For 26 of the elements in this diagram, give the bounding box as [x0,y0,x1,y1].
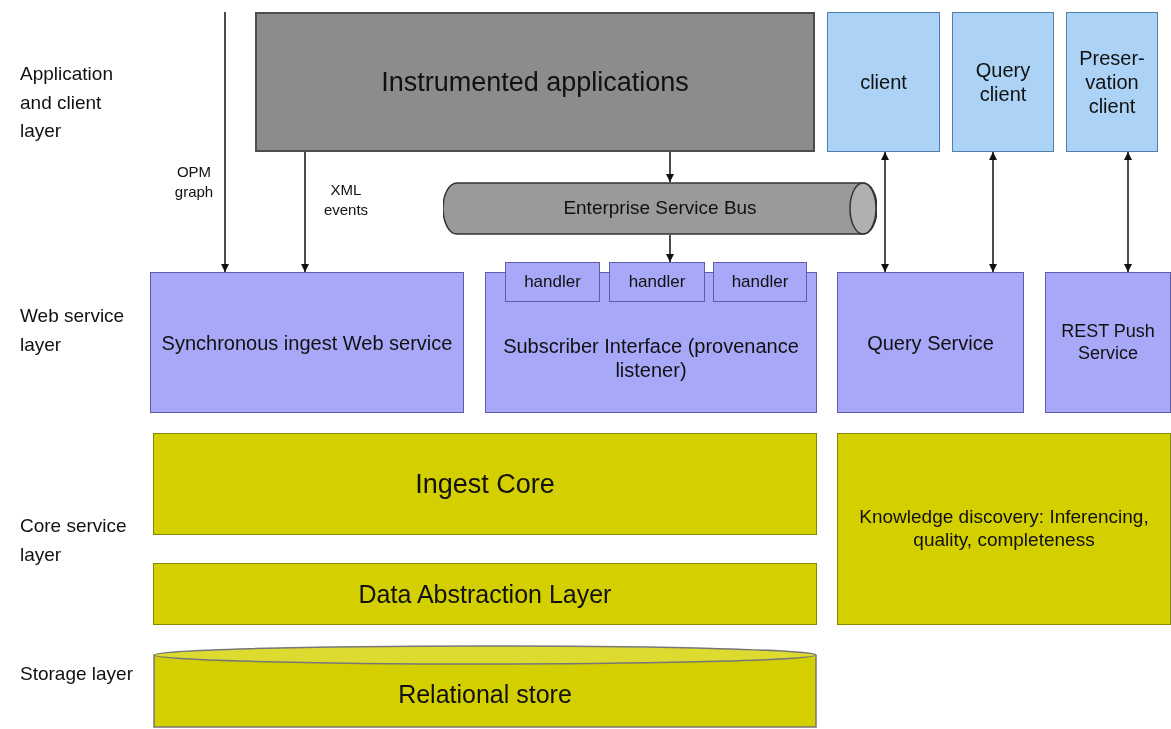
arrow [666,151,674,183]
component-box: Knowledge discovery: Inferencing, quality, completeness [837,433,1171,625]
application-box: Instrumented applications [255,12,815,152]
arrow [301,151,309,273]
arrow [221,11,229,273]
component-box: Ingest Core [153,433,817,535]
service-box: handler [713,262,807,302]
client-box: Preser- vation client [1066,12,1158,152]
bus-cylinder: Enterprise Service Bus [443,182,877,235]
layer-label: Web service layer [20,304,126,357]
arrow [881,151,889,273]
arrow [666,234,674,263]
service-box: handler [505,262,600,302]
arrow [989,151,997,273]
service-box: handler [609,262,705,302]
database-cylinder: Relational store [153,645,817,728]
client-box: client [827,12,940,152]
service-box: REST Push Service [1045,272,1171,413]
client-box: Query client [952,12,1054,152]
layer-label: Application and client layer [20,62,114,143]
layer-label: Core service layer [20,514,128,567]
service-box: Synchronous ingest Web service [150,272,464,413]
service-box: Query Service [837,272,1024,413]
arrow [1124,151,1132,273]
layer-label: Storage layer [20,662,134,686]
component-box: Data Abstraction Layer [153,563,817,625]
